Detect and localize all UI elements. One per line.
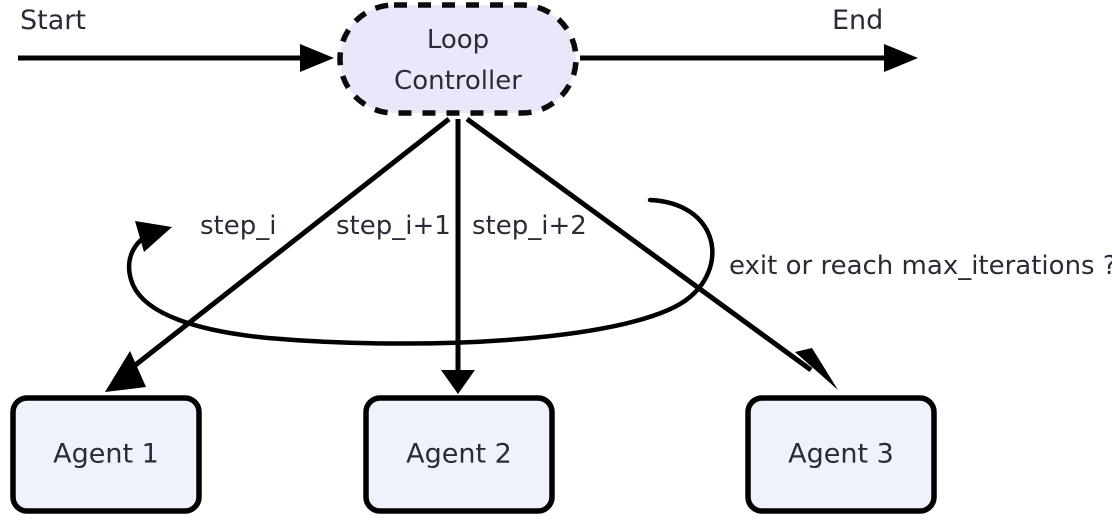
agent-3-shape[interactable] xyxy=(745,395,937,514)
agent-1-label: Agent 1 xyxy=(53,439,159,470)
agent-1-edge-arrowhead xyxy=(105,351,146,392)
agent-3-edge-line xyxy=(465,116,813,373)
node-loop-controller[interactable]: Loop Controller xyxy=(337,2,579,116)
loop-controller-label-line2: Controller xyxy=(394,66,522,96)
node-agent-3[interactable]: Agent 3 xyxy=(745,395,937,514)
agent-2-edge-arrowhead xyxy=(441,370,475,394)
edge-controller-to-agent-3 xyxy=(465,116,838,390)
edge-controller-to-end xyxy=(580,44,918,72)
start-label: Start xyxy=(20,5,86,36)
edge-controller-to-agent-2 xyxy=(441,119,475,394)
end-label: End xyxy=(832,5,883,36)
end-edge-arrowhead xyxy=(884,44,918,72)
agent-3-label: Agent 3 xyxy=(788,439,894,470)
agent-1-edge-line xyxy=(127,117,451,372)
edge-feedback-loop xyxy=(126,197,715,346)
node-agent-2[interactable]: Agent 2 xyxy=(363,395,555,514)
node-agent-1[interactable]: Agent 1 xyxy=(10,395,202,514)
feedback-loop-arrowhead xyxy=(135,221,172,252)
loop-controller-label-line1: Loop xyxy=(427,25,489,55)
start-edge-arrowhead xyxy=(300,44,334,72)
feedback-loop-path xyxy=(126,197,715,346)
agent-2-label: Agent 2 xyxy=(406,439,512,470)
edge-label-step-i-plus-2: step_i+2 xyxy=(472,211,587,241)
edge-label-step-i: step_i xyxy=(200,211,276,241)
edge-controller-to-agent-1 xyxy=(105,117,451,392)
edge-start-to-controller xyxy=(18,44,334,72)
loop-controller-shape[interactable] xyxy=(337,2,579,116)
agent-2-shape[interactable] xyxy=(363,395,555,514)
edge-label-feedback-condition: exit or reach max_iterations ? xyxy=(729,251,1112,281)
edge-label-step-i-plus-1: step_i+1 xyxy=(336,211,451,241)
agent-1-shape[interactable] xyxy=(10,395,202,514)
agent-3-edge-arrowhead xyxy=(795,348,838,390)
